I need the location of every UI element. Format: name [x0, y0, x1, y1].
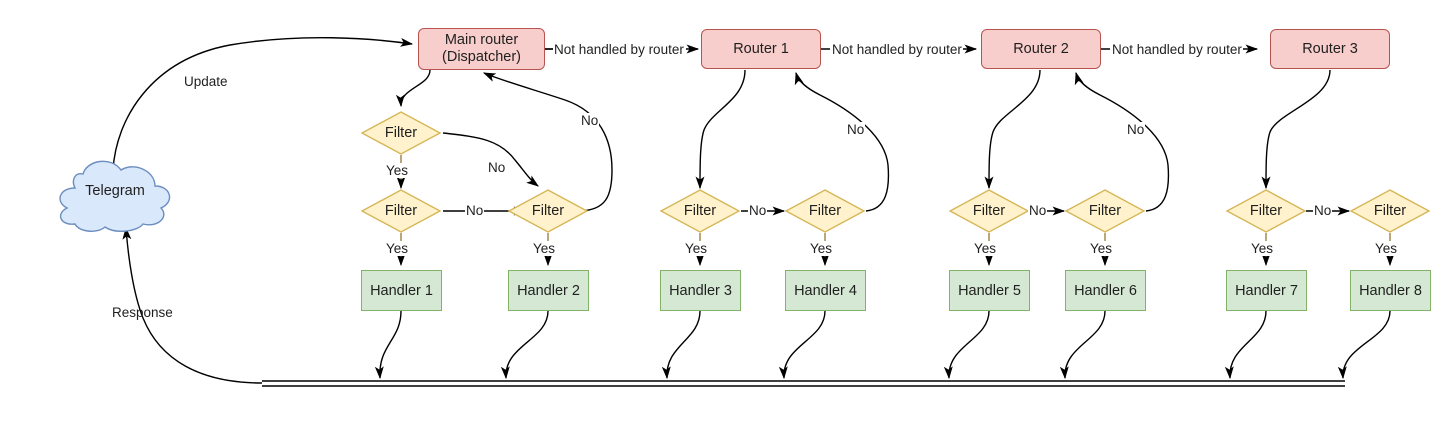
- edge-main-to-f1: [395, 69, 431, 108]
- edge-label-no-f3b: No: [748, 203, 768, 218]
- router-3[interactable]: Router 3: [1270, 29, 1390, 69]
- filter-9[interactable]: Filter: [1350, 189, 1430, 233]
- diamond-shape: [949, 189, 1029, 233]
- filter-2-label: Filter: [531, 203, 565, 219]
- handler-3[interactable]: Handler 3: [660, 270, 741, 311]
- edge-label-not-handled-2: Not handled by router: [831, 42, 963, 57]
- edge-h7-bus: [1224, 310, 1267, 380]
- handler-7-label: Handler 7: [1235, 282, 1298, 299]
- diamond-shape: [361, 111, 441, 155]
- edge-h3-bus: [661, 310, 701, 380]
- handler-8[interactable]: Handler 8: [1350, 270, 1431, 311]
- filter-8[interactable]: Filter: [1226, 189, 1306, 233]
- edge-label-update: Update: [184, 74, 228, 89]
- filter-7[interactable]: Filter: [1065, 189, 1145, 233]
- edge-label-no-f3: No: [465, 203, 485, 218]
- diamond-shape: [1350, 189, 1430, 233]
- handler-5-label: Handler 5: [958, 282, 1021, 299]
- edge-router2-to-f5: [984, 69, 1041, 190]
- filter-7-label: Filter: [1088, 203, 1122, 219]
- edge-label-yes-h3: Yes: [684, 241, 709, 256]
- edge-h5-bus: [943, 310, 990, 380]
- filter-3[interactable]: Filter: [361, 189, 441, 233]
- edge-label-not-handled-3: Not handled by router: [1111, 42, 1243, 57]
- handler-4-label: Handler 4: [794, 282, 857, 299]
- router-2-label: Router 2: [1013, 40, 1069, 57]
- edge-h1-bus: [374, 310, 402, 380]
- filter-4-label: Filter: [683, 203, 717, 219]
- router-3-label: Router 3: [1302, 40, 1358, 57]
- filter-6[interactable]: Filter: [949, 189, 1029, 233]
- filter-8-label: Filter: [1249, 203, 1283, 219]
- filter-1[interactable]: Filter: [361, 111, 441, 155]
- handler-8-label: Handler 8: [1359, 282, 1422, 299]
- edge-label-no-router1-return: No: [846, 122, 866, 137]
- edge-label-response: Response: [112, 305, 173, 320]
- edge-router1-to-f3: [695, 69, 746, 190]
- router-2[interactable]: Router 2: [981, 29, 1101, 69]
- edge-label-no-f1: No: [487, 160, 507, 175]
- diamond-shape: [1065, 189, 1145, 233]
- edge-h2-bus: [500, 310, 549, 380]
- filter-5-label: Filter: [808, 203, 842, 219]
- edge-label-yes-h5: Yes: [973, 241, 998, 256]
- handler-5[interactable]: Handler 5: [949, 270, 1030, 311]
- filter-6-label: Filter: [972, 203, 1006, 219]
- diamond-shape: [660, 189, 740, 233]
- filter-4[interactable]: Filter: [660, 189, 740, 233]
- edge-label-no-f5: No: [1028, 203, 1048, 218]
- edge-h8-bus: [1337, 310, 1391, 380]
- edge-h6-bus: [1059, 310, 1106, 380]
- edge-label-no-main-return: No: [580, 113, 600, 128]
- router-main-line2: (Dispatcher): [442, 49, 521, 65]
- filter-9-label: Filter: [1373, 203, 1407, 219]
- filter-2[interactable]: Filter: [508, 189, 588, 233]
- router-1[interactable]: Router 1: [701, 29, 821, 69]
- edge-h4-bus: [778, 310, 826, 380]
- edge-label-yes-h2: Yes: [532, 241, 557, 256]
- edge-label-yes-h8: Yes: [1374, 241, 1399, 256]
- filter-3-label: Filter: [384, 203, 418, 219]
- diamond-shape: [1226, 189, 1306, 233]
- diamond-shape: [508, 189, 588, 233]
- edge-label-yes-h4: Yes: [809, 241, 834, 256]
- handler-3-label: Handler 3: [669, 282, 732, 299]
- diamond-shape: [361, 189, 441, 233]
- edge-label-no-router2-return: No: [1126, 122, 1146, 137]
- handler-6-label: Handler 6: [1074, 282, 1137, 299]
- cloud-icon: [59, 160, 171, 232]
- handler-1[interactable]: Handler 1: [361, 270, 442, 311]
- edge-label-yes-h1: Yes: [385, 241, 410, 256]
- router-1-label: Router 1: [733, 40, 789, 57]
- handler-4[interactable]: Handler 4: [785, 270, 866, 311]
- edge-label-yes-h6: Yes: [1089, 241, 1114, 256]
- edge-label-yes-h7: Yes: [1250, 241, 1275, 256]
- edge-router3-to-f7: [1261, 69, 1331, 190]
- handler-7[interactable]: Handler 7: [1226, 270, 1307, 311]
- filter-5[interactable]: Filter: [785, 189, 865, 233]
- telegram-cloud-label: Telegram: [85, 183, 145, 199]
- handler-2[interactable]: Handler 2: [508, 270, 589, 311]
- edge-label-no-f7: No: [1313, 203, 1333, 218]
- handler-2-label: Handler 2: [517, 282, 580, 299]
- telegram-cloud[interactable]: Telegram: [45, 150, 185, 232]
- diamond-shape: [785, 189, 865, 233]
- router-main-line1: Main router: [444, 32, 519, 48]
- router-main[interactable]: Main router (Dispatcher): [418, 28, 545, 70]
- handler-6[interactable]: Handler 6: [1065, 270, 1146, 311]
- filter-1-label: Filter: [384, 125, 418, 141]
- edge-label-yes-f1: Yes: [385, 163, 410, 178]
- handler-1-label: Handler 1: [370, 282, 433, 299]
- edge-label-not-handled-1: Not handled by router: [553, 42, 685, 57]
